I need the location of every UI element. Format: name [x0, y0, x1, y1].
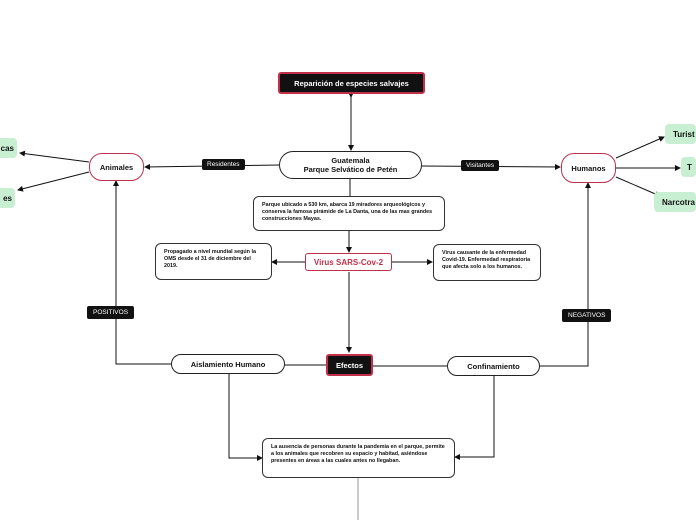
- park-description: Parque ubicado a 530 km, abarca 19 mirad…: [253, 196, 445, 231]
- result-description: La ausencia de personas durante la pande…: [262, 438, 455, 478]
- left-top-partial-label: cas: [0, 143, 14, 153]
- right-node-1[interactable]: Turist: [665, 124, 696, 144]
- animales-node[interactable]: Animales: [89, 153, 144, 181]
- negativos-tag: NEGATIVOS: [562, 309, 612, 322]
- positivos-tag: POSITIVOS: [87, 306, 135, 319]
- spread-description: Propagado a nivel mundial según la OMS d…: [155, 243, 272, 280]
- residentes-tag: Residentes: [202, 159, 245, 170]
- left-bottom-partial-label: es: [3, 193, 12, 203]
- center-node[interactable]: Guatemala Parque Selvático de Petén: [279, 151, 422, 179]
- confinamiento-node[interactable]: Confinamiento: [447, 356, 540, 376]
- aislamiento-node[interactable]: Aislamiento Humano: [171, 354, 285, 374]
- right-node-2-label: T: [687, 162, 692, 172]
- efectos-node[interactable]: Efectos: [326, 354, 373, 376]
- visitantes-tag: Visitantes: [461, 160, 500, 171]
- cause-description: Virus causante de la enfermedad Covid-19…: [433, 244, 541, 281]
- aislamiento-label: Aislamiento Humano: [190, 359, 266, 369]
- right-node-2[interactable]: T: [681, 157, 696, 177]
- right-node-1-label: Turist: [673, 129, 695, 139]
- right-node-3-label: Narcotra: [662, 197, 695, 207]
- animales-label: Animales: [99, 162, 134, 172]
- center-node-line2: Parque Selvático de Petén: [303, 165, 398, 174]
- top-node[interactable]: Reparición de especies salvajes: [278, 72, 425, 94]
- left-bottom-partial-node[interactable]: es: [0, 188, 15, 208]
- humanos-label: Humanos: [571, 163, 606, 173]
- virus-node[interactable]: Virus SARS-Cov-2: [305, 253, 392, 271]
- confinamiento-label: Confinamiento: [467, 361, 520, 371]
- right-node-3[interactable]: Narcotra: [654, 192, 696, 212]
- top-node-label: Reparición de especies salvajes: [294, 78, 409, 88]
- left-top-partial-node[interactable]: cas: [0, 138, 17, 158]
- humanos-node[interactable]: Humanos: [561, 153, 616, 183]
- virus-label: Virus SARS-Cov-2: [313, 257, 384, 267]
- efectos-label: Efectos: [335, 360, 364, 370]
- center-node-line1: Guatemala: [331, 155, 370, 165]
